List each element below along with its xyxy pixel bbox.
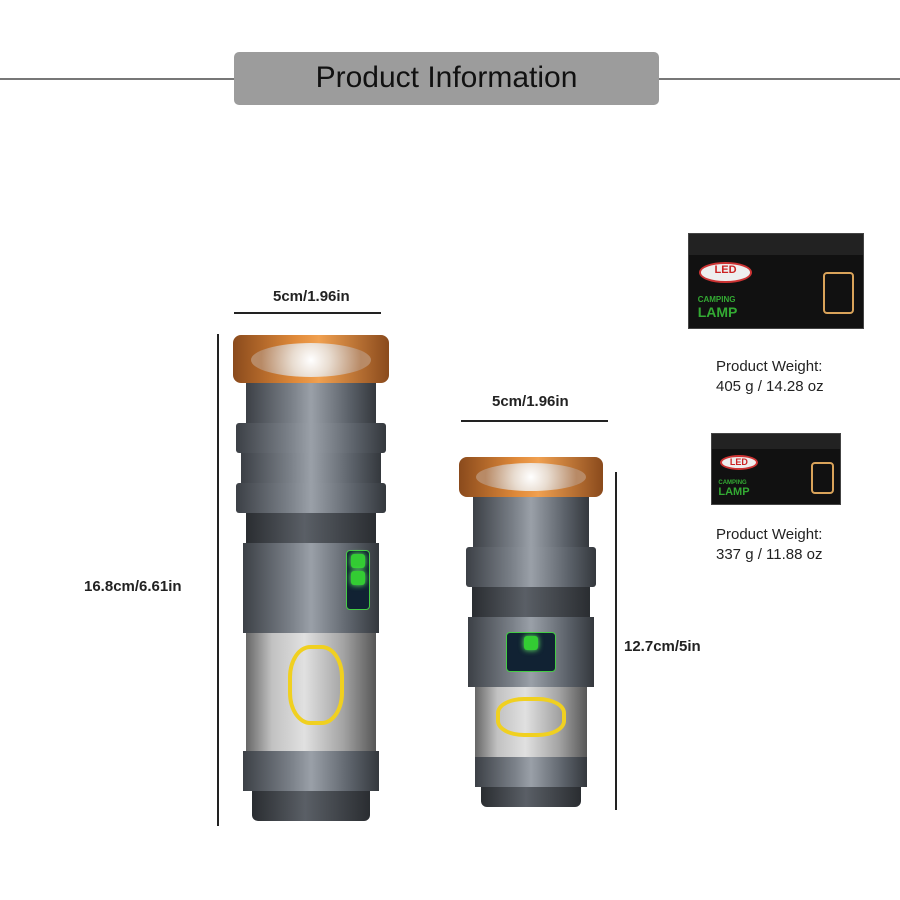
header-rule-left: [0, 78, 234, 80]
large-button-panel: [346, 550, 370, 610]
box-logo: LED: [699, 262, 752, 283]
small-weight: Product Weight: 337 g / 11.88 oz: [716, 525, 822, 565]
box-label-lamp: LAMP: [697, 304, 738, 321]
small-button-panel: [506, 632, 556, 672]
large-weight: Product Weight: 405 g / 14.28 oz: [716, 357, 824, 397]
header-rule-right: [659, 78, 900, 80]
large-width-line: [234, 312, 381, 314]
box-label-camping: CAMPING: [697, 295, 736, 305]
small-flashlight-image: [456, 457, 606, 807]
page-title: Product Information: [234, 52, 659, 105]
small-height-label: 12.7cm/5in: [624, 638, 701, 655]
small-weight-label: Product Weight:: [716, 526, 823, 543]
small-width-label: 5cm/1.96in: [492, 393, 569, 410]
large-flashlight-image: [230, 335, 392, 825]
large-weight-value: 405 g / 14.28 oz: [716, 378, 824, 395]
large-weight-label: Product Weight:: [716, 358, 823, 375]
small-width-line: [461, 420, 608, 422]
small-height-line: [615, 472, 617, 810]
large-width-label: 5cm/1.96in: [273, 288, 350, 305]
large-height-label: 16.8cm/6.61in: [84, 578, 182, 595]
small-weight-value: 337 g / 11.88 oz: [716, 546, 823, 563]
large-height-line: [217, 334, 219, 826]
